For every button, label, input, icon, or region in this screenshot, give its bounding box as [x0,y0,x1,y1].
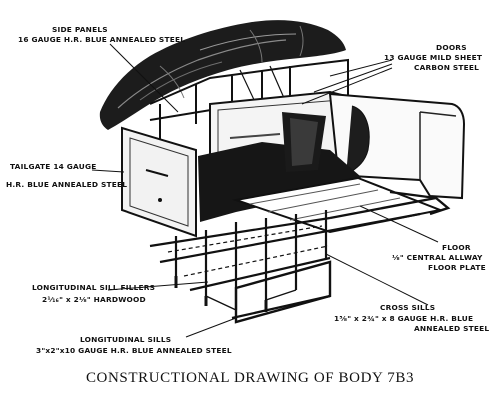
leader-lines [91,43,439,338]
side-panels-spec: 16 GAUGE H.R. BLUE ANNEALED STEEL [18,35,186,44]
drawing-caption: CONSTRUCTIONAL DRAWING OF BODY 7B3 [85,370,415,386]
long-sills-title: LONGITUDINAL SILLS [80,335,172,344]
cross-sills-spec-2: ANNEALED STEEL [414,324,490,333]
floor-spec-1: ⅛" CENTRAL ALLWAY [392,253,483,262]
doors-spec-2: CARBON STEEL [414,63,480,72]
side-panels-title: SIDE PANELS [52,25,108,34]
doors-spec-1: 13 GAUGE MILD SHEET [384,53,483,62]
doors-title: DOORS [436,43,467,52]
tailgate-line-2: H.R. BLUE ANNEALED STEEL [6,180,128,189]
cross-sills-spec-1: 1⅝" x 2¾" x 8 GAUGE H.R. BLUE [334,314,474,323]
tailgate [121,126,197,238]
tailgate-line-1: TAILGATE 14 GAUGE [10,162,97,171]
long-sill-fillers-title: LONGITUDINAL SILL FILLERS [32,283,156,292]
right-door [328,92,466,200]
long-sills-spec: 3"x2"x10 GAUGE H.R. BLUE ANNEALED STEEL [36,346,232,355]
cross-sills-title: CROSS SILLS [380,303,436,312]
long-sill-fillers-spec: 2¹⁄₁₆" x 2⅛" HARDWOOD [42,295,146,304]
floor-spec-2: FLOOR PLATE [428,263,486,272]
canvas-roof [99,20,346,130]
floor-title: FLOOR [442,243,471,252]
underframe [149,190,451,324]
